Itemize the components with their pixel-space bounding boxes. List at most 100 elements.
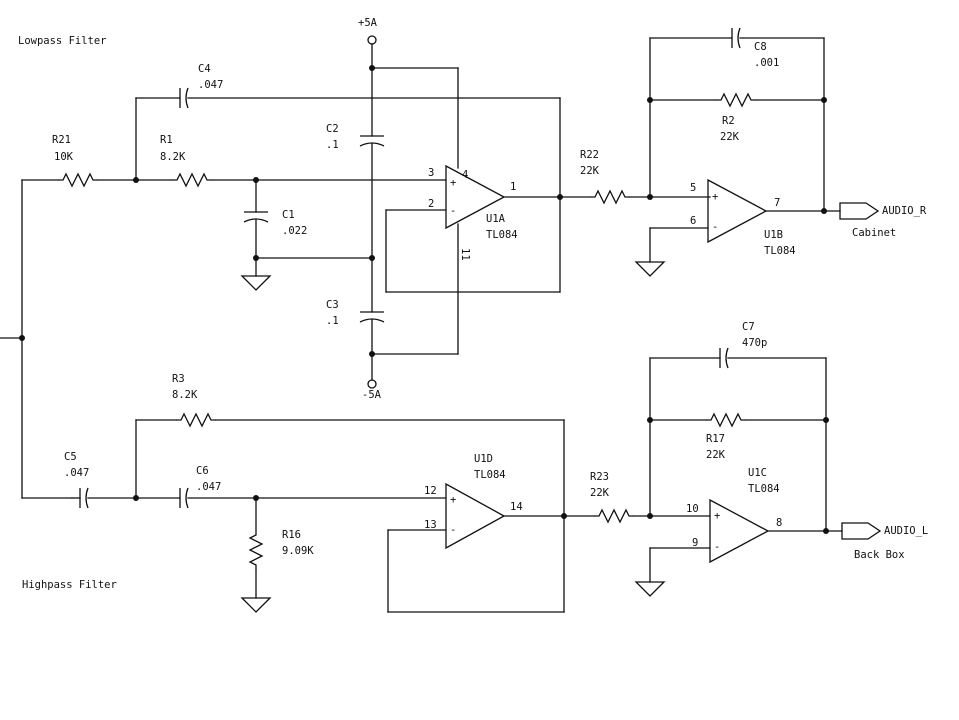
c5-value: .047 xyxy=(64,467,89,479)
u1d-pin-in-plus: 12 xyxy=(424,485,437,497)
r16-ref: R16 xyxy=(282,529,301,541)
u1a-ref: U1A xyxy=(486,213,506,225)
c8-value: .001 xyxy=(754,57,779,69)
r22-value: 22K xyxy=(580,165,600,177)
highpass-filter-title: Highpass Filter xyxy=(22,579,117,591)
c4-value: .047 xyxy=(198,79,223,91)
u1d-plus-sign: + xyxy=(450,494,456,506)
lowpass-filter-title: Lowpass Filter xyxy=(18,35,107,47)
resistor-r3: R3 8.2K xyxy=(172,373,216,428)
ground-symbol-u1c xyxy=(634,581,666,597)
audio-r-label: AUDIO_R xyxy=(882,205,927,217)
u1b-pin-in-minus: 6 xyxy=(690,215,696,227)
u1a-pin-in-minus: 2 xyxy=(428,198,434,210)
r3-value: 8.2K xyxy=(172,389,198,401)
u1b-pin-out: 7 xyxy=(774,197,780,209)
capacitor-c7: C7 470p xyxy=(719,321,767,369)
resistor-r17: R17 22K xyxy=(706,412,746,461)
c6-ref: C6 xyxy=(196,465,209,477)
capacitor-c3: C3 .1 xyxy=(326,299,385,327)
u1b-pin-in-plus: 5 xyxy=(690,182,696,194)
u1b-minus-sign: - xyxy=(712,221,718,233)
c2-value: .1 xyxy=(326,139,339,151)
r2-value: 22K xyxy=(720,131,740,143)
r16-value: 9.09K xyxy=(282,545,314,557)
c8-ref: C8 xyxy=(754,41,767,53)
capacitor-c2: C2 .1 xyxy=(326,123,385,151)
supply-negative-label: -5A xyxy=(362,389,382,401)
audio-l-port: AUDIO_L Back Box xyxy=(841,522,928,561)
audio-l-label: AUDIO_L xyxy=(884,525,928,537)
capacitor-c4: C4 .047 xyxy=(179,63,223,109)
r21-ref: R21 xyxy=(52,134,71,146)
resistor-r16: R16 9.09K xyxy=(248,529,314,570)
u1c-minus-sign: - xyxy=(714,541,720,553)
c1-value: .022 xyxy=(282,225,307,237)
audio-l-destination: Back Box xyxy=(854,549,905,561)
ground-symbol-c1 xyxy=(240,275,272,291)
u1b-plus-sign: + xyxy=(712,191,718,203)
resistor-r2: R2 22K xyxy=(716,92,756,143)
r2-ref: R2 xyxy=(722,115,735,127)
audio-r-destination: Cabinet xyxy=(852,227,896,239)
u1c-pin-in-plus: 10 xyxy=(686,503,699,515)
c7-ref: C7 xyxy=(742,321,755,333)
supply-negative: -5A xyxy=(362,379,382,401)
c7-value: 470p xyxy=(742,337,767,349)
resistor-r1: R1 8.2K xyxy=(160,134,212,188)
capacitor-c5: C5 .047 xyxy=(64,451,89,509)
r21-value: 10K xyxy=(54,151,74,163)
r23-value: 22K xyxy=(590,487,610,499)
resistor-r21: R21 10K xyxy=(52,134,98,188)
opamp-u1b: + - 5 6 7 U1B TL084 xyxy=(690,178,796,257)
u1c-ref: U1C xyxy=(748,467,767,479)
r17-ref: R17 xyxy=(706,433,725,445)
u1a-pin-supply-minus: 11 xyxy=(459,248,471,261)
u1a-part: TL084 xyxy=(486,229,518,241)
r1-ref: R1 xyxy=(160,134,173,146)
r3-ref: R3 xyxy=(172,373,185,385)
r17-value: 22K xyxy=(706,449,726,461)
opamp-u1c: + - 10 9 8 U1C TL084 xyxy=(686,467,782,564)
opamp-u1a: + - 3 2 1 4 11 U1A TL084 xyxy=(428,164,518,261)
ground-symbol-u1b xyxy=(634,261,666,277)
u1d-pin-in-minus: 13 xyxy=(424,519,437,531)
c3-ref: C3 xyxy=(326,299,339,311)
capacitor-c6: C6 .047 xyxy=(179,465,221,509)
u1a-pin-out: 1 xyxy=(510,181,516,193)
u1c-part: TL084 xyxy=(748,483,780,495)
audio-r-port: AUDIO_R Cabinet xyxy=(839,202,927,239)
resistor-r22: R22 22K xyxy=(580,149,630,205)
u1c-pin-in-minus: 9 xyxy=(692,537,698,549)
r1-value: 8.2K xyxy=(160,151,186,163)
c2-ref: C2 xyxy=(326,123,339,135)
u1b-ref: U1B xyxy=(764,229,783,241)
u1c-plus-sign: + xyxy=(714,510,720,522)
c3-value: .1 xyxy=(326,315,339,327)
supply-positive: +5A xyxy=(358,17,378,45)
u1a-pin-in-plus: 3 xyxy=(428,167,434,179)
u1d-pin-out: 14 xyxy=(510,501,523,513)
c6-value: .047 xyxy=(196,481,221,493)
opamp-u1d: + - 12 13 14 U1D TL084 xyxy=(424,453,523,550)
c5-ref: C5 xyxy=(64,451,77,463)
u1d-minus-sign: - xyxy=(450,524,456,536)
c1-ref: C1 xyxy=(282,209,295,221)
capacitor-c8: C8 .001 xyxy=(731,27,779,69)
u1a-plus-sign: + xyxy=(450,177,456,189)
c4-ref: C4 xyxy=(198,63,211,75)
r23-ref: R23 xyxy=(590,471,609,483)
ground-symbol-r16 xyxy=(240,597,272,613)
u1d-ref: U1D xyxy=(474,453,493,465)
u1b-part: TL084 xyxy=(764,245,796,257)
u1a-pin-supply-plus: 4 xyxy=(462,169,468,181)
capacitor-c1: C1 .022 xyxy=(243,209,307,237)
r22-ref: R22 xyxy=(580,149,599,161)
resistor-r23: R23 22K xyxy=(590,471,634,524)
u1d-part: TL084 xyxy=(474,469,506,481)
u1a-minus-sign: - xyxy=(450,205,456,217)
input-bus xyxy=(0,179,73,499)
supply-positive-label: +5A xyxy=(358,17,378,29)
u1c-pin-out: 8 xyxy=(776,517,782,529)
